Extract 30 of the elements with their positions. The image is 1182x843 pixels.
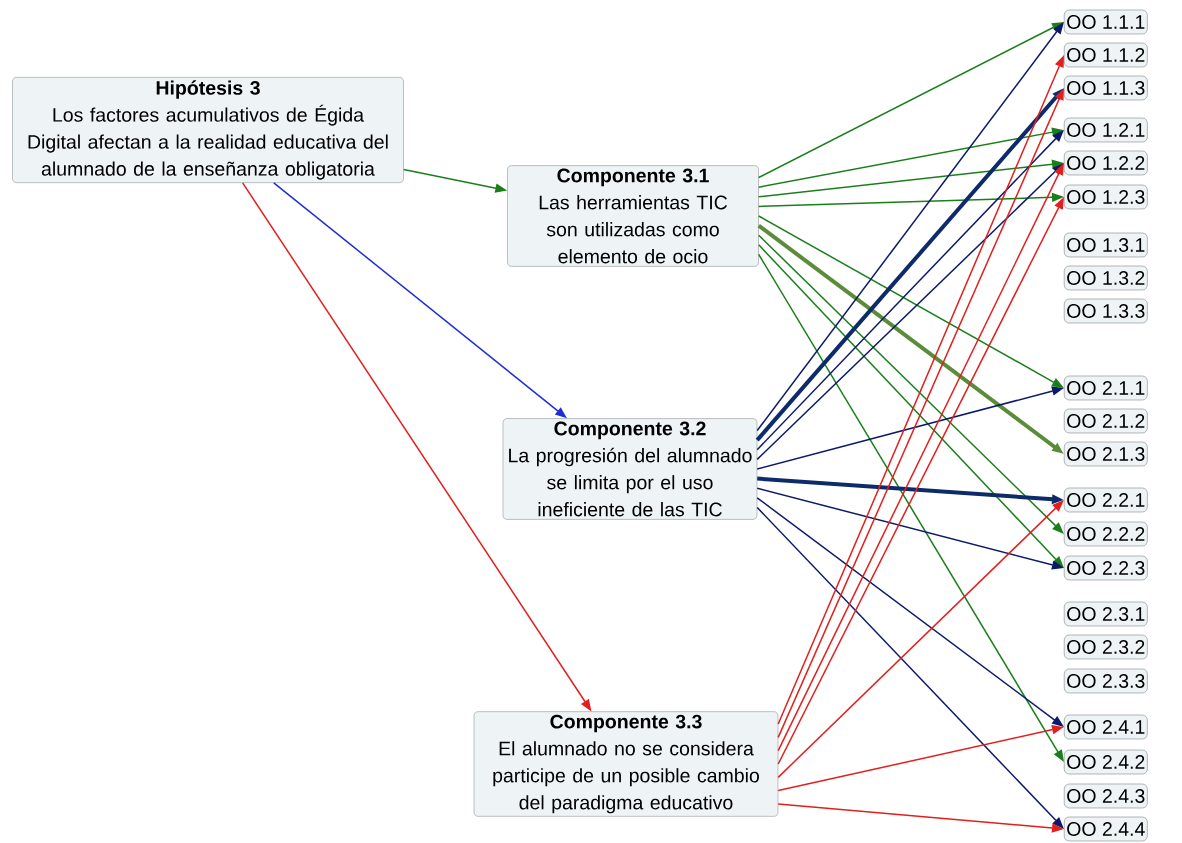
objective-box: OO 2.3.2 [1064,634,1148,660]
objective-box: OO 2.4.4 [1064,816,1148,842]
objective-box: OO 1.3.2 [1064,265,1148,291]
objective-box: OO 2.2.1 [1064,487,1148,513]
objective-box: OO 2.2.2 [1064,521,1148,547]
objective-box: OO 2.4.1 [1064,714,1148,740]
objective-box: OO 2.4.3 [1064,783,1148,809]
objective-box: OO 2.1.1 [1064,375,1148,401]
objective-box: OO 1.2.3 [1064,184,1148,210]
objective-box: OO 2.3.3 [1064,668,1148,694]
objective-box: OO 1.1.3 [1064,75,1148,101]
component-box: Componente 3.1 Las herramientas TIC son utilizadas como elemento de ocio [507,165,759,267]
objective-box: OO 2.4.2 [1064,749,1148,775]
arrow [756,506,1064,829]
objective-box: OO 1.2.1 [1064,117,1148,143]
objective-box: OO 1.1.2 [1064,42,1148,68]
component-box: Componente 3.2 La progresión del alumnado se limita por el uso ineficiente de las TIC [502,418,758,520]
objective-box: OO 1.1.1 [1064,9,1148,35]
objective-box: OO 2.2.3 [1064,555,1148,581]
objective-box: OO 2.1.3 [1064,441,1148,467]
arrow [756,22,1064,432]
component-box: Componente 3.3 El alumnado no se considera participe de un posible cambio del paradigma educativo [473,711,779,817]
objective-box: OO 1.2.2 [1064,150,1148,176]
hypothesis-box: Hipótesis 3 Los factores acumulativos de Égida Digital afectan a la realidad educativa del alumnado de la enseñanza obligatoria [12,77,404,183]
objective-box: OO 1.3.1 [1064,232,1148,258]
objective-box: OO 2.3.1 [1064,601,1148,627]
objective-box: OO 2.1.2 [1064,408,1148,434]
arrow [777,500,1064,779]
arrow [756,497,1064,727]
objective-box: OO 1.3.3 [1064,298,1148,324]
